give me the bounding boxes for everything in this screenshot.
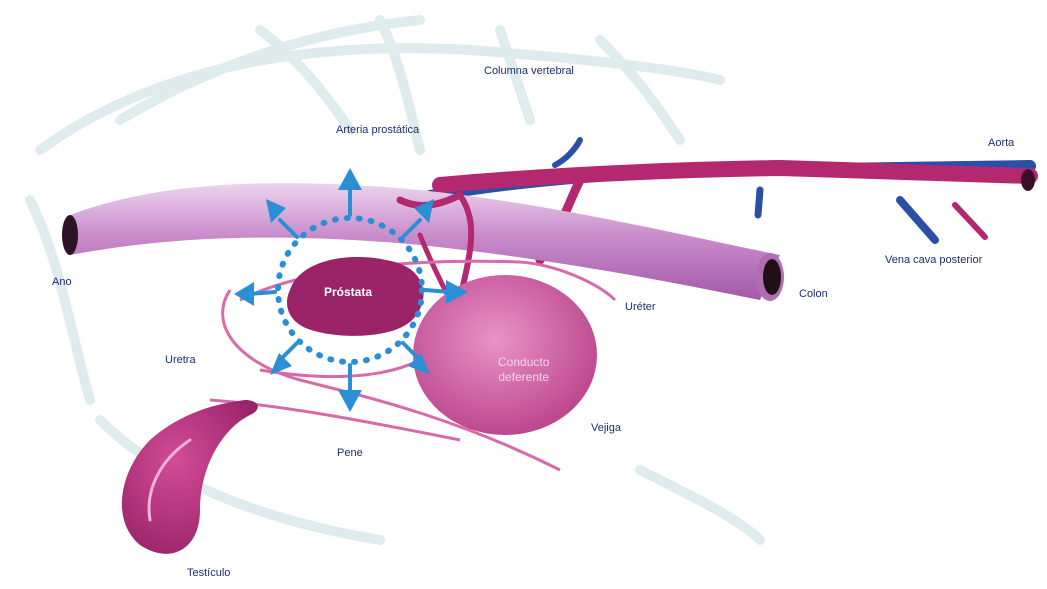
testicle-organ xyxy=(122,400,258,554)
arrow-left-icon xyxy=(234,282,275,306)
label-ano: Ano xyxy=(52,276,72,288)
label-vejiga: Vejiga xyxy=(591,422,621,434)
label-pene: Pene xyxy=(337,447,363,459)
label-testiculo: Testículo xyxy=(187,567,230,579)
arrow-downleft-icon xyxy=(270,343,297,375)
label-vena-cava: Vena cava posterior xyxy=(885,254,982,266)
label-colon: Colon xyxy=(799,288,828,300)
label-uretra: Uretra xyxy=(165,354,196,366)
arrow-down-icon xyxy=(338,365,362,412)
colon-opening xyxy=(763,259,781,295)
anus-opening xyxy=(62,215,78,255)
label-conducto-deferente: Conducto deferente xyxy=(498,355,549,385)
label-conducto-line1: Conducto xyxy=(498,355,549,370)
aorta-opening xyxy=(1021,169,1035,191)
label-prostata: Próstata xyxy=(324,285,372,299)
label-ureter: Uréter xyxy=(625,301,656,313)
label-columna-vertebral: Columna vertebral xyxy=(484,65,574,77)
label-conducto-line2: deferente xyxy=(498,370,549,385)
vena-cava-branch xyxy=(900,200,935,240)
label-aorta: Aorta xyxy=(988,137,1014,149)
label-arteria-prostatica: Arteria prostática xyxy=(336,124,419,136)
